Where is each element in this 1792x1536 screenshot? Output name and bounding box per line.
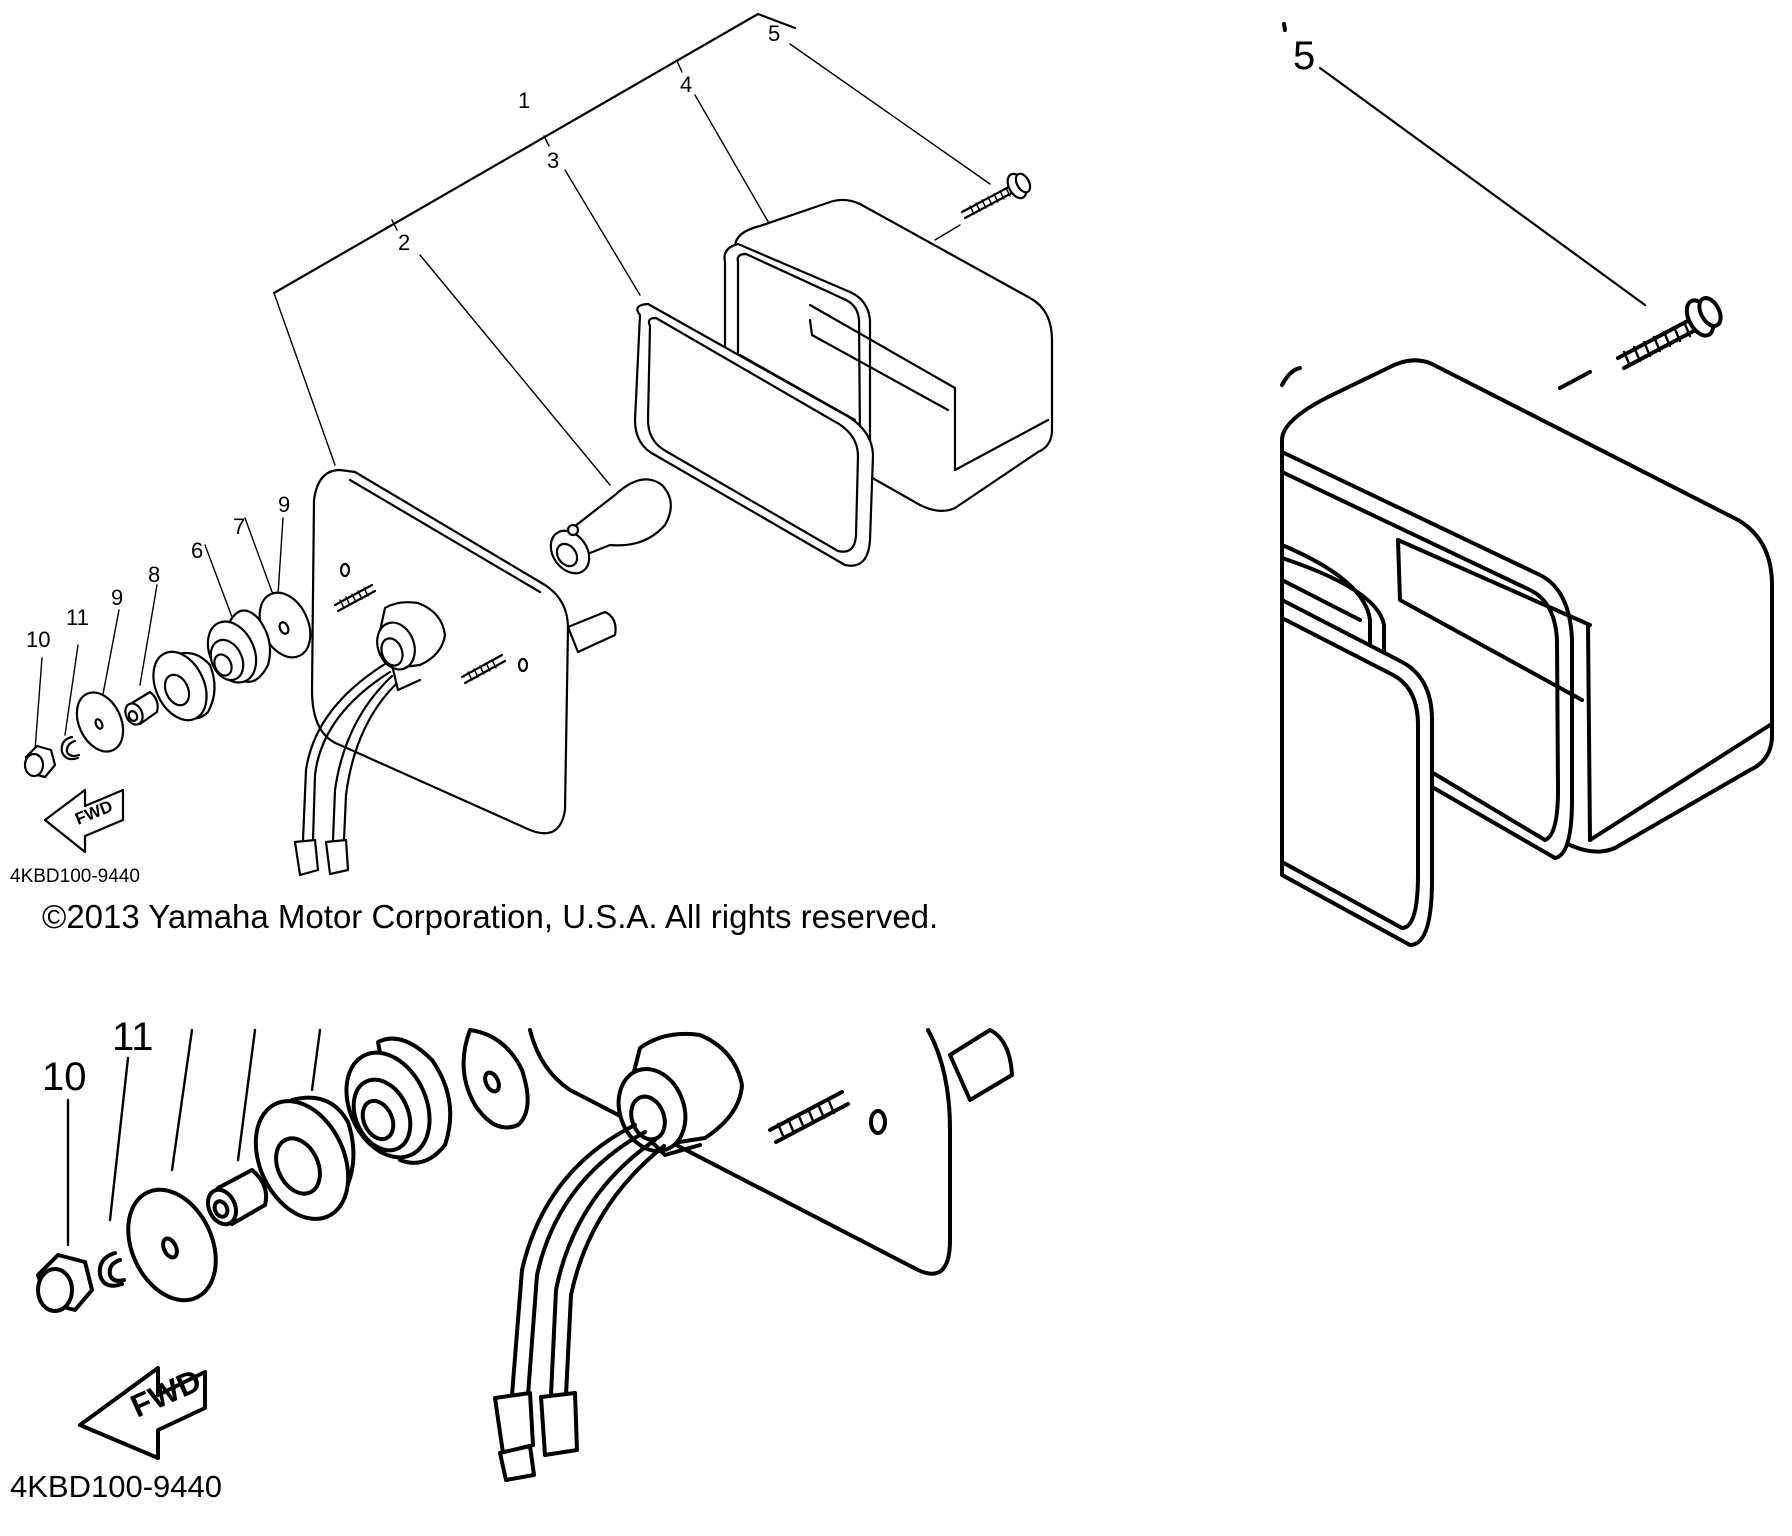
zoom-bottom: 10 11 [10, 1015, 1014, 1504]
zoom-callout-11: 11 [112, 1015, 154, 1059]
washer-part-9-lower [75, 691, 125, 753]
leader-lines [34, 43, 991, 751]
screw-part-5 [960, 172, 1032, 220]
callout-9-lower: 9 [111, 585, 123, 610]
bulb-part-2 [549, 478, 672, 575]
zoom-callout-10: 10 [42, 1055, 87, 1099]
grommet-part-6 [152, 650, 216, 722]
callout-2: 2 [398, 230, 410, 255]
nut-part-10 [23, 744, 57, 779]
callout-7: 7 [233, 514, 245, 539]
zoom-callout-5: 5 [1293, 34, 1315, 78]
base-plate [293, 468, 617, 877]
callout-4: 4 [680, 72, 692, 97]
grommet-part-7 [206, 609, 272, 684]
zoom-top-right: 5 [1280, 22, 1774, 947]
callout-10: 10 [26, 627, 50, 652]
callout-numbers: 5 4 1 3 2 9 7 6 8 9 11 10 [26, 21, 780, 652]
callout-11: 11 [66, 605, 89, 630]
collar-part-8 [124, 690, 159, 726]
callout-6: 6 [191, 538, 203, 563]
fwd-arrow-icon: FWD [43, 788, 125, 854]
callout-3: 3 [547, 148, 559, 173]
zoom-diagram-code: 4KBD100-9440 [10, 1469, 222, 1504]
main-exploded-view: FWD 5 4 1 3 2 9 7 6 8 9 11 10 4KBD100-94… [10, 12, 1054, 935]
copyright-text: ©2013 Yamaha Motor Corporation, U.S.A. A… [42, 898, 938, 935]
callout-5: 5 [768, 21, 780, 46]
gasket-part-3 [633, 302, 875, 567]
diagram-code: 4KBD100-9440 [10, 866, 140, 887]
callout-8: 8 [148, 562, 160, 587]
lock-washer-part-11 [60, 735, 81, 761]
callout-1: 1 [518, 88, 530, 113]
assembly-bracket [272, 12, 797, 466]
callout-9-upper: 9 [278, 492, 290, 517]
